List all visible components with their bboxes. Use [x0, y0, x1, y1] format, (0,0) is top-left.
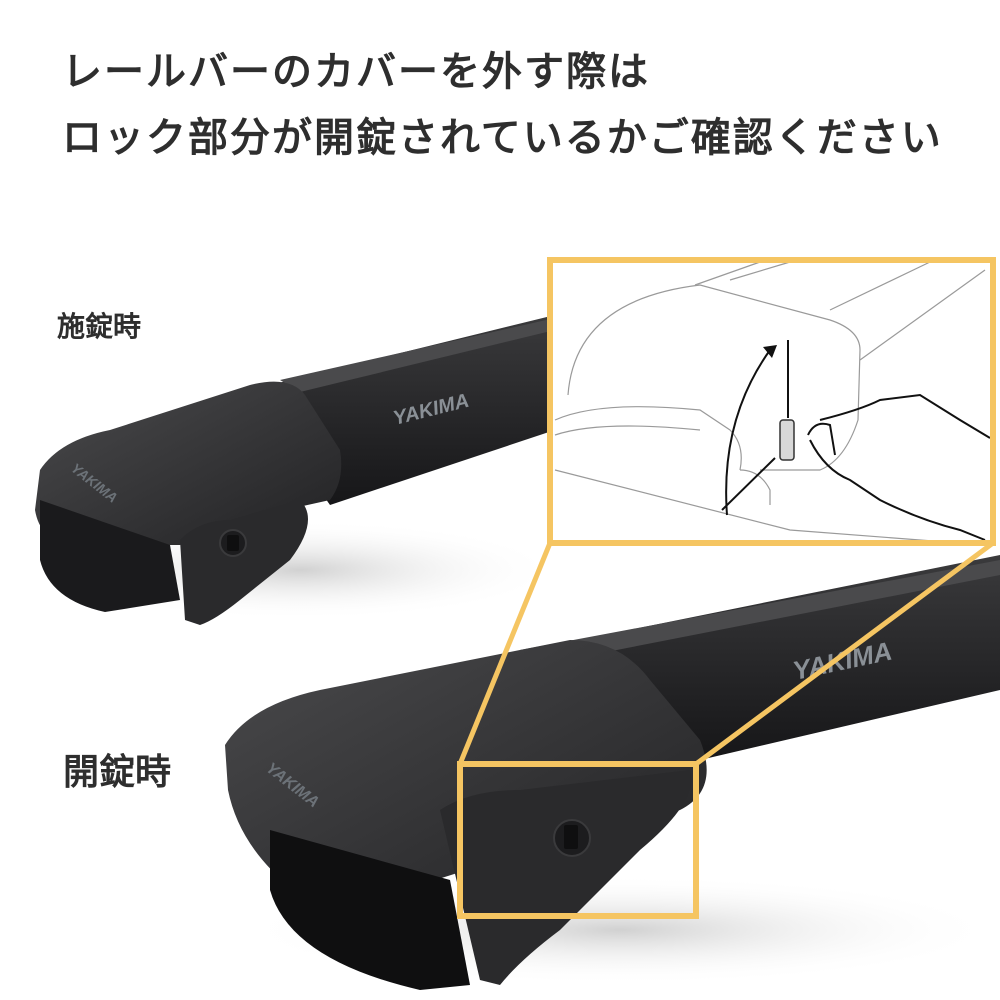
locked-state-label: 施錠時 — [57, 310, 142, 343]
connector-line-right — [694, 540, 995, 767]
connector-line-left — [457, 542, 553, 765]
headline-line-1: レールバーのカバーを外す際は — [62, 49, 650, 95]
headline-line-2: ロック部分が開錠されているかご確認ください — [62, 115, 943, 161]
zoom-inset-frame — [547, 257, 996, 546]
inset-illustration-panel — [552, 262, 991, 541]
lock-area-highlight-frame — [457, 761, 699, 919]
unlocked-state-label: 開錠時 — [63, 752, 172, 793]
